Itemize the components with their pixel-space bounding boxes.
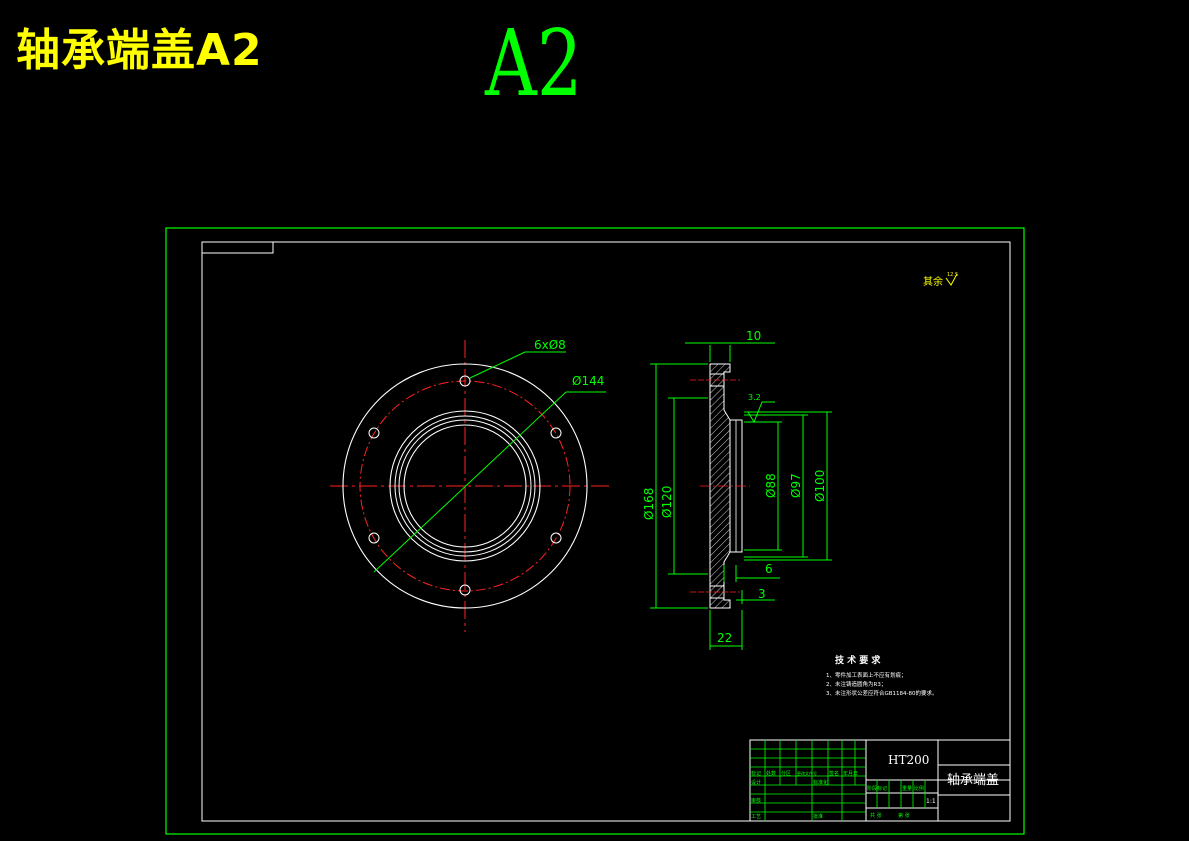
title-block [749, 739, 1011, 822]
holes-dimension: 6xØ8 [534, 338, 566, 352]
bolt-hole [459, 584, 471, 596]
title-block-cell: 设计 [751, 779, 761, 786]
title-block-scale: 1:1 [926, 798, 936, 805]
tech-requirement-line: 3、未注形状公差应符合GB1184-80的要求。 [826, 689, 938, 697]
title-block-cell: 共 张 [870, 812, 882, 819]
tech-requirement-line: 2、未注铸造圆角为R3； [826, 680, 886, 688]
dim-d100: Ø100 [813, 470, 827, 502]
bolt-hole [368, 427, 380, 439]
bolt-circle-dimension: Ø144 [572, 374, 604, 388]
dim-22: 22 [717, 631, 732, 645]
drawing-title: 轴承端盖A2 [16, 25, 263, 76]
surface-note-roughness: 12.5 [947, 272, 958, 278]
dim-10: 10 [746, 329, 761, 343]
dim-d168: Ø168 [642, 488, 656, 520]
inner-frame-border [201, 241, 1011, 822]
bolt-hole [550, 427, 562, 439]
title-block-cell: 年月日 [843, 770, 858, 777]
dim-d97: Ø97 [789, 473, 803, 498]
title-block-cell: 标记 [751, 770, 761, 777]
title-block-cell: 比例 [914, 785, 924, 792]
dim-roughness-top: 3.2 [748, 393, 761, 402]
title-block-cell: 重量 [902, 785, 912, 792]
bolt-hole [459, 375, 471, 387]
section-dimension-lines [650, 342, 832, 650]
tech-requirement-line: 1、零件加工表面上不应有划痕； [826, 671, 907, 679]
roughness-symbol-icon [945, 273, 958, 286]
dim-d120: Ø120 [660, 486, 674, 518]
title-block-cell: 审核 [751, 797, 761, 804]
title-block-cell: 分区 [781, 770, 791, 777]
drawing-number-box [201, 241, 274, 254]
title-block-part-name: 轴承端盖 [947, 773, 999, 788]
title-block-cell: 更改文件号 [797, 770, 817, 776]
dim-d88: Ø88 [764, 473, 778, 498]
section-view [690, 363, 750, 609]
title-block-cell: 处数 [766, 770, 776, 777]
dim-6: 6 [765, 562, 773, 576]
title-block-cell: 标准化 [813, 779, 828, 786]
tech-requirements-heading: 技 术 要 求 [835, 654, 881, 666]
title-block-cell: 第 张 [898, 812, 910, 819]
title-block-material: HT200 [888, 753, 929, 767]
title-block-cell: 工艺 [751, 814, 761, 820]
bolt-hole [550, 532, 562, 544]
bolt-hole [368, 532, 380, 544]
surface-note-label: 其余 [923, 275, 943, 288]
front-view [330, 340, 610, 632]
dim-3: 3 [758, 587, 766, 601]
title-block-cell: 批准 [813, 813, 823, 820]
sheet-size-label: A2 [485, 10, 583, 117]
title-block-cell: 阶段标记 [867, 785, 887, 792]
outer-sheet-border [165, 227, 1025, 835]
title-block-cell: 签名 [829, 770, 839, 777]
